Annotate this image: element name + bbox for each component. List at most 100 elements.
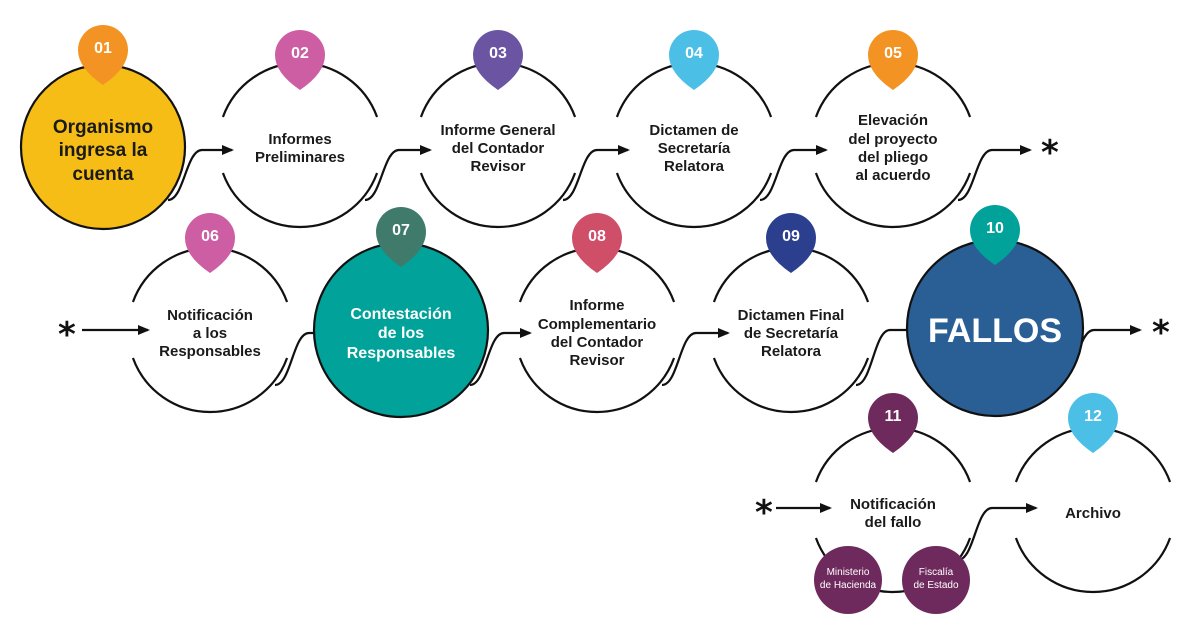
step-ring-lower <box>131 357 289 414</box>
continuation-asterisk: * <box>1152 313 1170 353</box>
step-number: 08 <box>588 228 606 245</box>
step-label-line: Revisor <box>569 352 625 370</box>
step-number: 11 <box>884 408 902 425</box>
step-label-line: Dictamen Final <box>737 306 845 324</box>
step-label-line: Notificación <box>850 495 936 513</box>
step-label-line: al acuerdo <box>855 167 931 185</box>
step-label: FALLOS <box>915 273 1075 391</box>
step-label-line: Notificación <box>167 306 253 324</box>
connector-arrow <box>661 328 730 387</box>
connector-arrow <box>957 145 1032 202</box>
step-label-line: Secretaría <box>657 139 731 157</box>
sub-note-label: Fiscalía de Estado <box>902 566 970 592</box>
step-ring-lower <box>419 172 577 229</box>
sub-note-line: de Hacienda <box>819 580 877 591</box>
step-label-line: Contestación <box>350 305 452 323</box>
step-label-line: Relatora <box>760 343 822 361</box>
step-label-line: Informe General <box>440 121 556 139</box>
step-number: 01 <box>94 40 112 57</box>
step-ring-lower <box>615 172 773 229</box>
step-label-line: de los <box>377 325 425 343</box>
step-number: 02 <box>291 45 309 62</box>
step-label-line: del fallo <box>864 514 922 531</box>
step-label-line: de Secretaría <box>743 324 839 342</box>
connector-arrow <box>167 145 234 202</box>
step-label-line: Responsables <box>159 343 261 361</box>
step-badge <box>868 393 918 453</box>
sub-note-line: Ministerio <box>826 567 870 578</box>
sub-note-label: Ministerio de Hacienda <box>814 566 882 592</box>
step-number: 06 <box>201 228 219 245</box>
step-label-line: del Contador <box>451 139 545 157</box>
continuation-asterisk: * <box>58 315 76 355</box>
step-badge <box>572 213 622 273</box>
step-number: 12 <box>1084 408 1102 425</box>
step-ring-lower <box>1014 537 1172 594</box>
step-number: 09 <box>782 228 800 245</box>
step-number: 07 <box>392 222 410 239</box>
step-label-line: del Contador <box>550 334 644 351</box>
step-badge <box>185 213 235 273</box>
step-badge <box>766 213 816 273</box>
step-number: 05 <box>884 45 902 62</box>
step-badge <box>375 206 426 267</box>
connector-arrow <box>759 145 828 202</box>
step-ring-lower <box>814 172 972 229</box>
sub-note-line: Fiscalía <box>918 567 954 578</box>
step-ring-lower <box>518 357 676 414</box>
connector-arrow <box>364 145 432 202</box>
connector-arrow <box>469 328 532 387</box>
step-label-line: del pliego <box>857 149 928 166</box>
step-badge <box>1068 393 1118 453</box>
step-label-line: Responsables <box>346 344 456 362</box>
step-badge <box>669 30 719 90</box>
step-badge <box>970 205 1020 265</box>
step-label-line: ingresa la <box>58 140 148 162</box>
step-badge <box>78 25 128 85</box>
step-ring-lower <box>712 357 870 414</box>
connector-arrow <box>855 325 924 387</box>
step-label-line: Revisor <box>470 158 526 176</box>
step-label-line: Dictamen de <box>649 121 739 139</box>
step-label-line: cuenta <box>72 163 134 185</box>
step-label-line: Complementario <box>537 315 657 333</box>
step-label-line: Preliminares <box>254 149 346 166</box>
step-label: Archivo <box>1013 455 1173 573</box>
step-label-line: Elevación <box>857 112 929 130</box>
connector-arrow <box>274 328 340 387</box>
step-label-line: Informes <box>268 130 332 148</box>
step-label-line: Organismo <box>52 117 154 139</box>
step-label-line: Relatora <box>663 158 725 176</box>
step-number: 03 <box>489 45 507 62</box>
step-badge <box>868 30 918 90</box>
step-label-line: Archivo <box>1065 504 1121 522</box>
continuation-asterisk: * <box>1041 133 1059 173</box>
step-number: 04 <box>685 45 703 62</box>
connector-arrow <box>562 145 630 202</box>
step-label-line: a los <box>192 324 228 342</box>
sub-note-circle <box>902 546 970 614</box>
sub-note-circle <box>814 546 882 614</box>
step-label-line: del proyecto <box>848 130 938 148</box>
step-badge <box>473 30 523 90</box>
sub-note-line: de Estado <box>913 580 959 591</box>
step-ring-lower <box>221 172 379 229</box>
step-label-line: Informe <box>569 297 625 315</box>
step-label-line: FALLOS <box>927 312 1063 351</box>
step-badge <box>275 30 325 90</box>
step-number: 10 <box>986 220 1004 237</box>
connector-arrow <box>957 503 1038 562</box>
continuation-asterisk: * <box>755 493 773 533</box>
